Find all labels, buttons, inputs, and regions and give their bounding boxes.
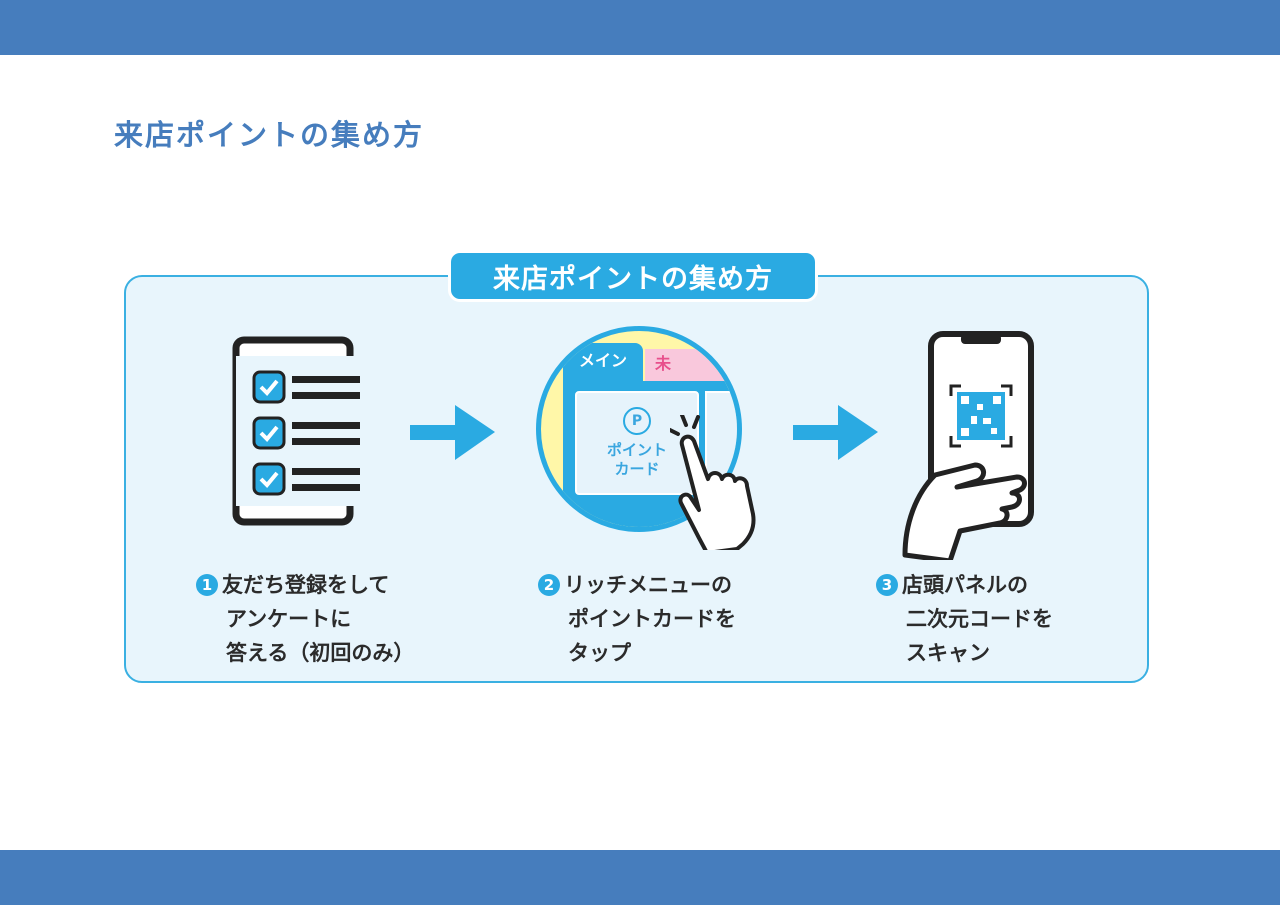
step-text: アンケートに	[226, 607, 352, 631]
card-label: ポイント	[606, 441, 667, 459]
phone-qr-scan-icon	[902, 331, 1034, 560]
step-text: リッチメニューの	[564, 573, 732, 597]
step-text: 二次元コードを	[906, 607, 1053, 631]
bottom-bar	[0, 850, 1280, 905]
point-card-button: P ポイント カード	[575, 391, 699, 495]
point-icon: P	[623, 407, 651, 435]
step-number-badge: 2	[538, 574, 560, 596]
card-label: カード	[614, 460, 660, 478]
page-title: 来店ポイントの集め方	[114, 118, 425, 152]
step-text: 答える（初回のみ）	[226, 641, 415, 665]
step-text: 店頭パネルの	[902, 573, 1028, 597]
tab-other: 未	[645, 349, 725, 383]
panel-title-badge: 来店ポイントの集め方	[448, 250, 818, 302]
tap-hand-icon	[670, 415, 756, 550]
tab-main: メイン	[563, 343, 643, 383]
arrow-right-icon	[410, 405, 495, 460]
step-text: タップ	[568, 641, 631, 665]
step-number-badge: 3	[876, 574, 898, 596]
step-text: ポイントカードを	[568, 607, 736, 631]
checklist-icon	[232, 336, 362, 526]
arrow-right-icon	[793, 405, 878, 460]
step-number-badge: 1	[196, 574, 218, 596]
rich-menu-illustration: メイン 未 P ポイント カード	[536, 326, 742, 532]
step-text: スキャン	[906, 641, 990, 665]
top-bar	[0, 0, 1280, 55]
step-text: 友だち登録をして	[222, 573, 390, 597]
